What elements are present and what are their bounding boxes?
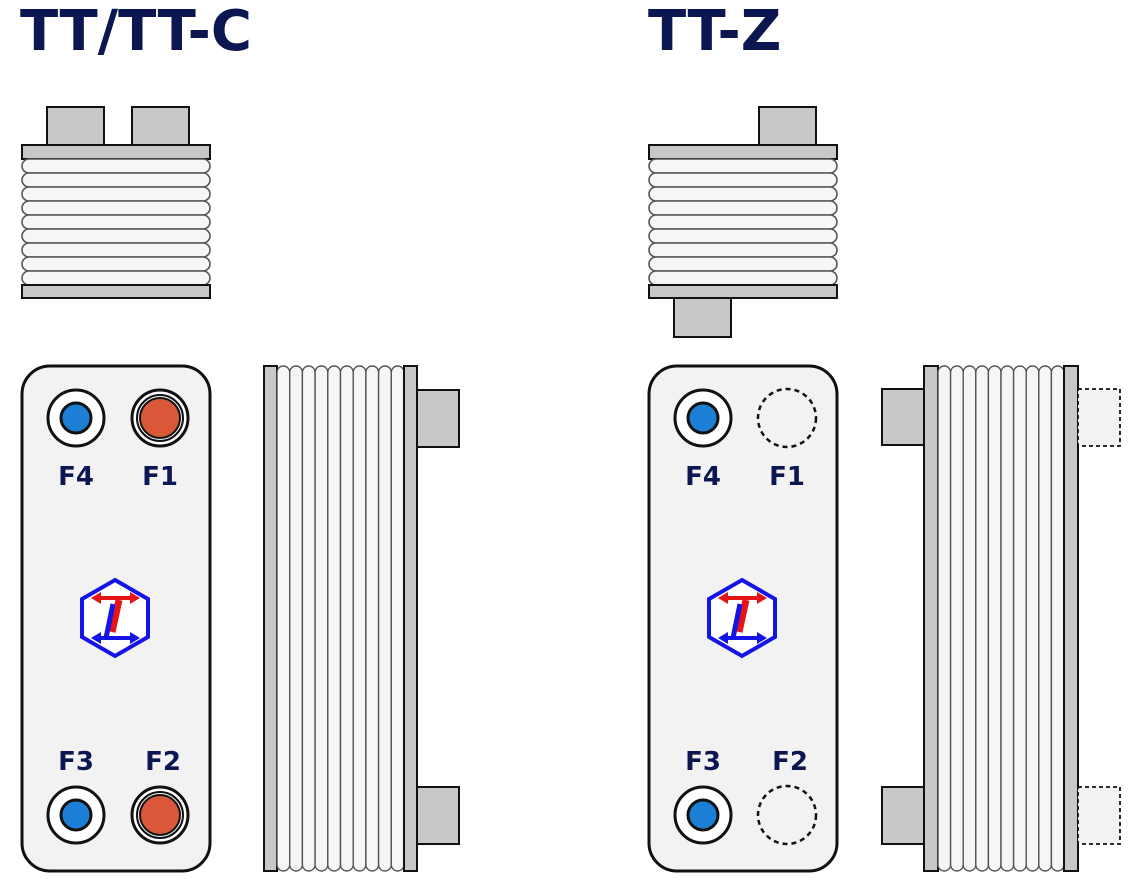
front-view-right: F4 F1 F3 F2: [647, 364, 839, 873]
plate: [648, 256, 838, 272]
plate: [1038, 365, 1053, 872]
port-f1-left: [130, 388, 190, 448]
title-tt-tt-c: TT/TT-C: [20, 0, 252, 64]
plate-stack-top-right: [648, 158, 838, 286]
plate: [21, 270, 211, 286]
plate: [648, 228, 838, 244]
plate-stack-side-right: [937, 365, 1065, 872]
plate: [648, 270, 838, 286]
label-f2-left: F2: [145, 747, 181, 777]
plate: [648, 158, 838, 174]
top-view-left: [21, 106, 211, 299]
plate: [276, 365, 291, 872]
label-f4-right: F4: [685, 462, 721, 492]
plate: [21, 172, 211, 188]
plate: [21, 158, 211, 174]
plate: [314, 365, 329, 872]
plate: [301, 365, 316, 872]
top-view-right: [648, 106, 838, 338]
plate: [987, 365, 1002, 872]
plate: [21, 228, 211, 244]
port-f3-right: [673, 785, 733, 845]
plate-stack-top-left: [21, 158, 211, 286]
plate: [1050, 365, 1065, 872]
plate: [949, 365, 964, 872]
plate: [390, 365, 405, 872]
port-f2-left: [130, 785, 190, 845]
side-view-right: [881, 365, 1121, 872]
plate: [648, 172, 838, 188]
plate: [648, 200, 838, 216]
label-f2-right: F2: [772, 747, 808, 777]
plate: [1012, 365, 1027, 872]
logo-icon: [82, 580, 148, 656]
plate: [21, 200, 211, 216]
logo-icon: [709, 580, 775, 656]
label-f3-right: F3: [685, 747, 721, 777]
plate: [937, 365, 952, 872]
plate-stack-side-left: [276, 365, 405, 872]
label-f1-left: F1: [142, 462, 178, 492]
plate: [339, 365, 354, 872]
title-tt-z: TT-Z: [648, 0, 782, 64]
label-f1-right: F1: [769, 462, 805, 492]
side-view-left: [263, 365, 460, 872]
plate: [352, 365, 367, 872]
plate: [975, 365, 990, 872]
label-f3-left: F3: [58, 747, 94, 777]
front-view-left: F4 F1 F3 F2: [20, 364, 212, 873]
plate: [648, 186, 838, 202]
port-f3-left: [46, 785, 106, 845]
plate: [21, 242, 211, 258]
plate: [21, 186, 211, 202]
plate: [648, 242, 838, 258]
plate: [21, 214, 211, 230]
plate: [1025, 365, 1040, 872]
port-f4-right: [673, 388, 733, 448]
plate: [289, 365, 304, 872]
plate: [21, 256, 211, 272]
plate: [962, 365, 977, 872]
plate: [327, 365, 342, 872]
port-f4-left: [46, 388, 106, 448]
plate: [1000, 365, 1015, 872]
plate: [377, 365, 393, 872]
plate: [365, 365, 380, 872]
label-f4-left: F4: [58, 462, 94, 492]
plate: [648, 214, 838, 230]
